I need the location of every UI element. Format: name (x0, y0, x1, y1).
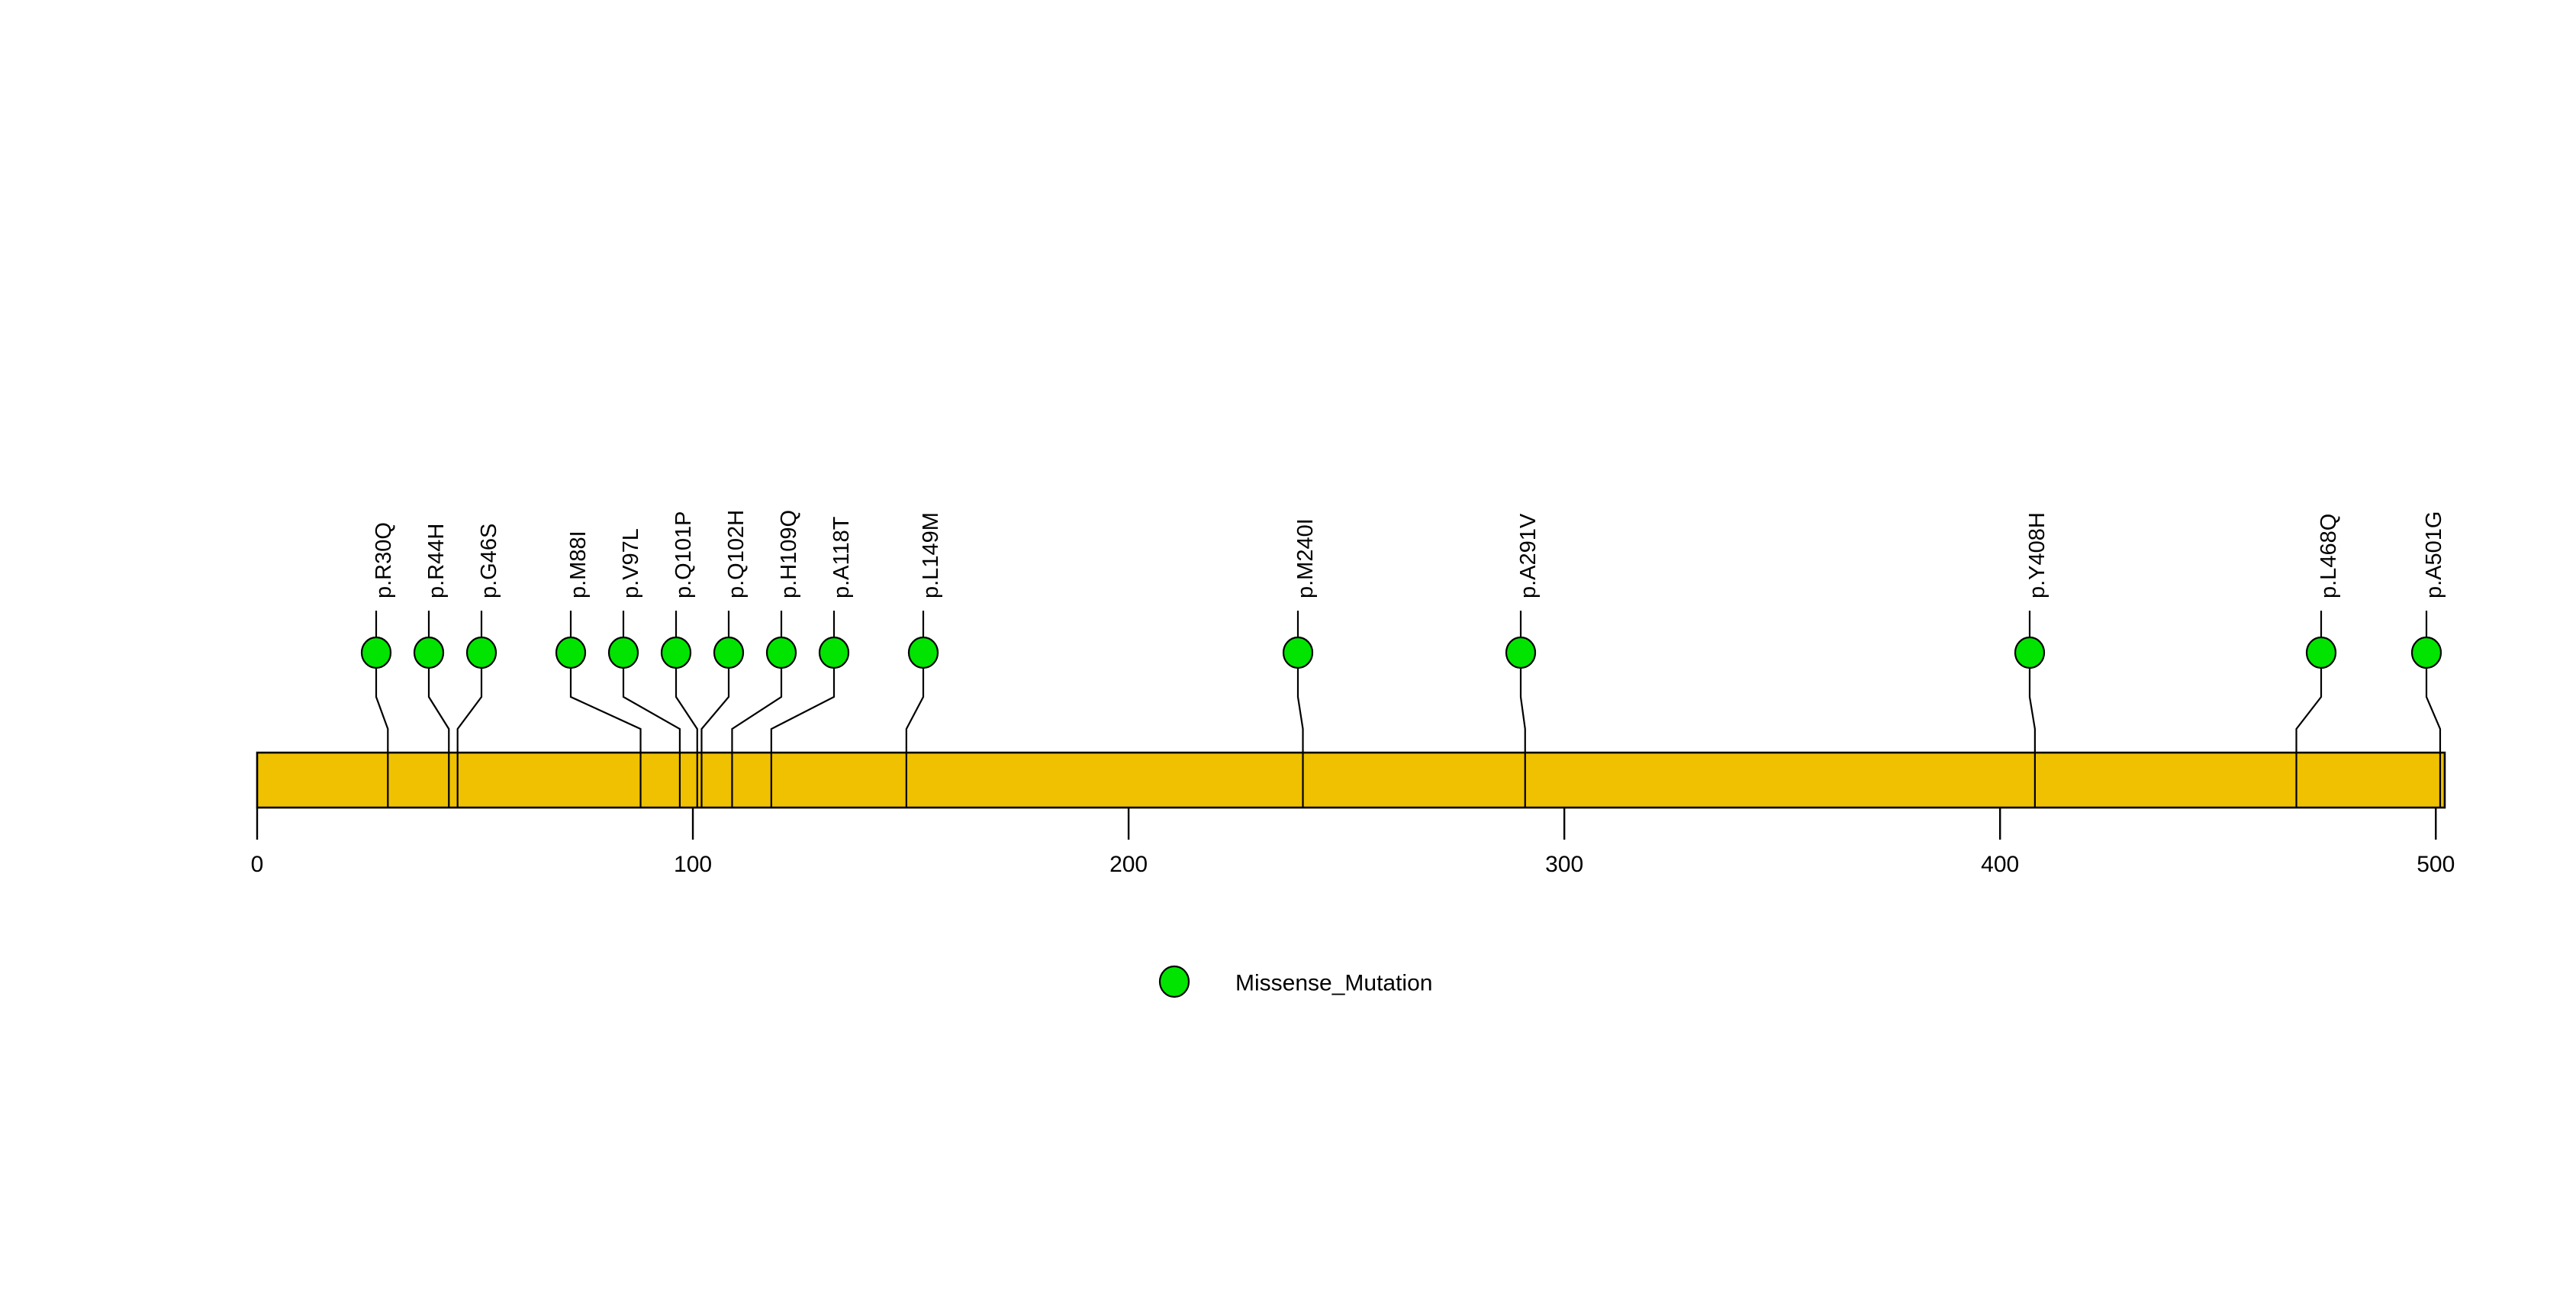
lollipop-head-p.L468Q[interactable] (2305, 636, 2337, 669)
lollipop-head-p.V97L[interactable] (607, 636, 639, 669)
position-axis: 0 100 200 300 400 500 (251, 808, 2455, 877)
protein-domain-bar (256, 751, 2446, 809)
mutation-label-p.M88I: p.M88I (566, 531, 591, 598)
mutation-label-p.M240I: p.M240I (1293, 518, 1318, 598)
lollipop-connector-p.A291V (1519, 668, 1526, 808)
lollipop-head-p.M240I[interactable] (1282, 636, 1314, 669)
lollipop-head-p.M88I[interactable] (555, 636, 587, 669)
lollipop-head-p.L149M[interactable] (907, 636, 939, 669)
mutation-label-p.Y408H: p.Y408H (2025, 512, 2050, 598)
mutation-label-p.R30Q: p.R30Q (372, 522, 396, 598)
axis-tick-label-0: 0 (251, 852, 264, 877)
axis-tick-label-300: 300 (1545, 852, 1583, 877)
legend-label-Missense_Mutation: Missense_Mutation (1235, 971, 1432, 996)
mutation-label-p.V97L: p.V97L (619, 528, 643, 598)
axis-tick-label-400: 400 (1981, 852, 2019, 877)
axis-tick-label-200: 200 (1109, 852, 1148, 877)
mutation-label-p.G46S: p.G46S (477, 524, 501, 598)
lollipop-connector-p.Q102H (700, 668, 730, 808)
mutation-label-p.L149M: p.L149M (919, 512, 943, 598)
axis-tick-label-100: 100 (674, 852, 712, 877)
lollipop-connector-p.M88I (569, 668, 642, 808)
mutation-label-p.Q102H: p.Q102H (724, 510, 749, 598)
legend-swatch-Missense_Mutation (1158, 965, 1190, 998)
lollipop-connector-p.M240I (1296, 668, 1304, 808)
lollipop-connector-p.R44H (427, 668, 450, 808)
mutation-label-p.L468Q: p.L468Q (2317, 514, 2341, 598)
lollipop-head-p.G46S[interactable] (465, 636, 497, 669)
axis-tick-label-500: 500 (2417, 852, 2455, 877)
lollipop-connector-p.L468Q (2295, 668, 2323, 808)
lollipop-head-p.R30Q[interactable] (360, 636, 392, 669)
lollipop-markers-group (360, 611, 2442, 808)
protein-backbone-rect (256, 751, 2446, 809)
lollipop-head-p.H109Q[interactable] (765, 636, 797, 669)
mutation-label-p.R44H: p.R44H (424, 524, 449, 598)
lollipop-head-p.R44H[interactable] (413, 636, 445, 669)
chart-legend: Missense_Mutation (1158, 965, 1432, 998)
lollipop-head-p.A291V[interactable] (1505, 636, 1537, 669)
lollipop-connector-p.L149M (905, 668, 925, 808)
lollipop-head-p.A501G[interactable] (2410, 636, 2442, 669)
lollipop-connector-p.A118T (770, 668, 836, 808)
mutation-label-p.A501G: p.A501G (2422, 511, 2446, 598)
mutation-label-p.A118T: p.A118T (829, 516, 854, 598)
lollipop-connector-p.R30Q (375, 668, 389, 808)
lollipop-connector-p.A501G (2425, 668, 2442, 808)
lollipop-head-p.A118T[interactable] (818, 636, 850, 669)
mutation-label-p.Q101P: p.Q101P (671, 511, 696, 598)
lollipop-head-p.Y408H[interactable] (2014, 636, 2046, 669)
lollipop-connector-p.H109Q (731, 668, 783, 808)
lollipop-head-p.Q102H[interactable] (713, 636, 745, 669)
lollipop-connector-p.Q101P (675, 668, 698, 808)
mutation-label-p.A291V: p.A291V (1516, 513, 1541, 598)
lollipop-connector-p.V97L (622, 668, 681, 808)
lollipop-connector-p.G46S (456, 668, 483, 808)
lollipop-head-p.Q101P[interactable] (660, 636, 692, 669)
mutation-label-p.H109Q: p.H109Q (777, 510, 801, 598)
mutation-labels-group: p.R30Q p.R44H p.G46S p.M88I p.V97L p.Q101P p.Q… (372, 510, 2446, 598)
lollipop-connector-p.Y408H (2028, 668, 2036, 808)
